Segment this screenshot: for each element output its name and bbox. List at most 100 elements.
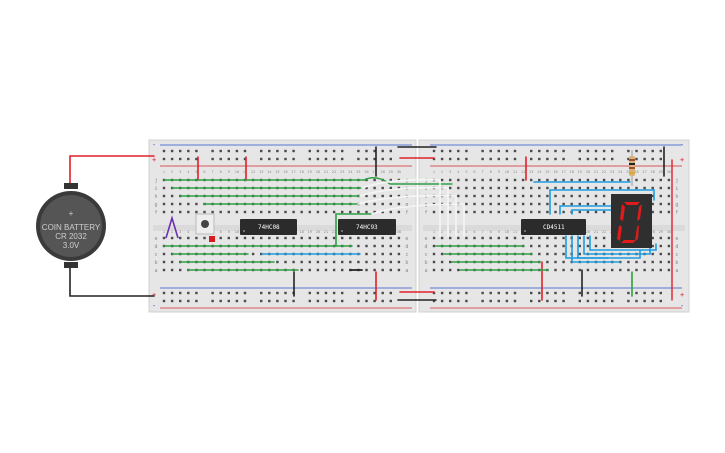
rail-hole[interactable] <box>243 149 247 153</box>
rail-hole[interactable] <box>440 157 444 161</box>
breadboard-hole[interactable] <box>513 178 517 182</box>
seven-segment-display[interactable] <box>611 194 652 248</box>
rail-hole[interactable] <box>513 157 517 161</box>
blue-wire[interactable] <box>571 209 613 215</box>
rail-hole[interactable] <box>357 299 360 303</box>
breadboard-hole[interactable] <box>538 210 541 214</box>
breadboard-hole[interactable] <box>586 194 590 198</box>
rail-hole[interactable] <box>546 291 549 295</box>
breadboard-hole[interactable] <box>497 186 500 190</box>
rail-hole[interactable] <box>513 149 517 153</box>
breadboard-hole[interactable] <box>324 268 328 272</box>
breadboard-hole[interactable] <box>659 202 662 206</box>
breadboard-hole[interactable] <box>440 260 444 264</box>
breadboard-hole[interactable] <box>554 268 557 272</box>
rail-hole[interactable] <box>651 299 654 303</box>
rail-hole[interactable] <box>195 291 198 295</box>
rail-hole[interactable] <box>235 149 239 153</box>
rail-hole[interactable] <box>332 291 336 295</box>
breadboard-hole[interactable] <box>667 252 671 256</box>
breadboard-hole[interactable] <box>473 210 476 214</box>
green-wire[interactable] <box>335 213 373 247</box>
breadboard-hole[interactable] <box>505 186 509 190</box>
rail-hole[interactable] <box>594 299 598 303</box>
breadboard-hole[interactable] <box>243 210 247 214</box>
breadboard-hole[interactable] <box>465 178 468 182</box>
breadboard-hole[interactable] <box>602 244 606 248</box>
breadboard-hole[interactable] <box>251 252 255 256</box>
rail-hole[interactable] <box>276 157 279 161</box>
rail-hole[interactable] <box>432 299 436 303</box>
green-wire[interactable] <box>363 177 453 185</box>
rail-hole[interactable] <box>586 291 590 295</box>
breadboard-hole[interactable] <box>397 236 401 240</box>
rail-hole[interactable] <box>465 291 468 295</box>
breadboard-hole[interactable] <box>179 210 182 214</box>
rail-hole[interactable] <box>546 157 549 161</box>
rail-hole[interactable] <box>195 149 198 153</box>
breadboard-hole[interactable] <box>570 178 573 182</box>
breadboard-hole[interactable] <box>578 178 581 182</box>
breadboard-hole[interactable] <box>235 210 239 214</box>
rail-hole[interactable] <box>195 157 198 161</box>
rail-hole[interactable] <box>308 157 311 161</box>
breadboard-hole[interactable] <box>432 236 436 240</box>
breadboard-hole[interactable] <box>578 210 581 214</box>
breadboard-hole[interactable] <box>316 236 320 240</box>
breadboard-hole[interactable] <box>570 202 573 206</box>
breadboard-hole[interactable] <box>538 194 541 198</box>
breadboard-hole[interactable] <box>489 210 492 214</box>
breadboard-hole[interactable] <box>611 186 614 190</box>
breadboard-hole[interactable] <box>594 244 598 248</box>
breadboard-hole[interactable] <box>667 178 671 182</box>
breadboard-hole[interactable] <box>397 210 401 214</box>
breadboard-hole[interactable] <box>332 210 336 214</box>
rail-hole[interactable] <box>227 157 230 161</box>
breadboard-hole[interactable] <box>521 210 525 214</box>
breadboard-hole[interactable] <box>162 210 166 214</box>
rail-hole[interactable] <box>332 149 336 153</box>
rail-hole[interactable] <box>586 149 590 153</box>
rail-hole[interactable] <box>162 149 166 153</box>
breadboard-hole[interactable] <box>170 260 174 264</box>
rail-hole[interactable] <box>308 299 311 303</box>
rail-hole[interactable] <box>381 299 384 303</box>
breadboard-hole[interactable] <box>659 194 662 198</box>
rail-hole[interactable] <box>284 291 287 295</box>
rail-hole[interactable] <box>219 149 222 153</box>
breadboard-hole[interactable] <box>489 194 492 198</box>
breadboard-hole[interactable] <box>602 194 606 198</box>
breadboard-hole[interactable] <box>457 268 460 272</box>
white-wire[interactable] <box>361 178 441 237</box>
breadboard-hole[interactable] <box>365 244 368 248</box>
push-button[interactable] <box>195 213 215 242</box>
breadboard-hole[interactable] <box>251 236 255 240</box>
breadboard-hole[interactable] <box>667 260 671 264</box>
blue-wire[interactable] <box>549 189 655 215</box>
chip-74hc08[interactable]: 74HC08 <box>240 219 297 235</box>
rail-hole[interactable] <box>268 149 271 153</box>
rail-hole[interactable] <box>284 149 287 153</box>
breadboard-hole[interactable] <box>292 236 295 240</box>
breadboard-hole[interactable] <box>219 210 222 214</box>
rail-hole[interactable] <box>602 157 606 161</box>
breadboard-hole[interactable] <box>489 236 492 240</box>
rail-hole[interactable] <box>635 157 638 161</box>
breadboard-hole[interactable] <box>594 194 598 198</box>
rail-hole[interactable] <box>489 299 492 303</box>
rail-hole[interactable] <box>651 291 654 295</box>
breadboard-hole[interactable] <box>440 268 444 272</box>
breadboard-hole[interactable] <box>643 268 646 272</box>
rail-hole[interactable] <box>235 291 239 295</box>
breadboard-hole[interactable] <box>465 210 468 214</box>
breadboard-hole[interactable] <box>562 252 565 256</box>
rail-hole[interactable] <box>554 157 557 161</box>
breadboard-hole[interactable] <box>651 260 654 264</box>
breadboard-hole[interactable] <box>667 194 671 198</box>
breadboard-hole[interactable] <box>219 236 222 240</box>
breadboard-hole[interactable] <box>381 194 384 198</box>
rail-hole[interactable] <box>227 291 230 295</box>
breadboard-hole[interactable] <box>373 186 376 190</box>
breadboard-hole[interactable] <box>562 260 565 264</box>
breadboard-hole[interactable] <box>235 236 239 240</box>
